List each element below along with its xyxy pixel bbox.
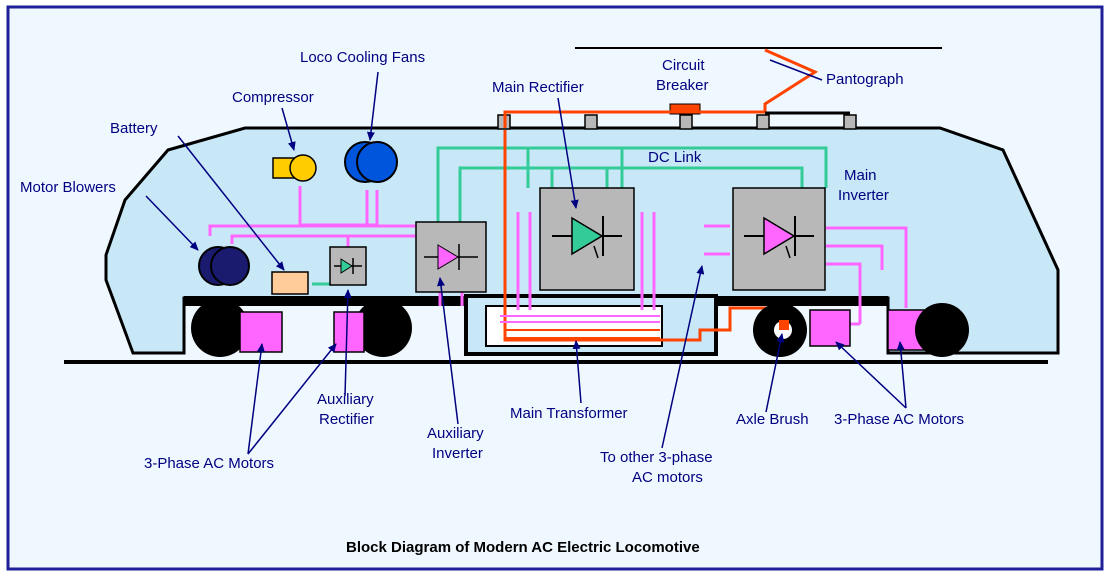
motor-blowers-icon [198, 246, 250, 286]
label-to-other-motors-2: AC motors [632, 469, 703, 486]
label-loco-cooling-fans: Loco Cooling Fans [300, 49, 425, 66]
label-dc-link: DC Link [648, 149, 702, 166]
label-to-other-motors-1: To other 3-phase [600, 449, 713, 466]
label-auxiliary-inverter-1: Auxiliary [427, 425, 484, 442]
label-three-phase-right: 3-Phase AC Motors [834, 411, 964, 428]
compressor-icon [272, 154, 317, 182]
label-main-inverter-1: Main [844, 167, 877, 184]
label-auxiliary-inverter-2: Inverter [432, 445, 483, 462]
leader-arrows [145, 59, 907, 455]
cooling-fans-icon [344, 141, 398, 183]
circuit-breaker [669, 103, 701, 115]
main-rectifier-block [539, 187, 635, 291]
label-main-rectifier: Main Rectifier [492, 79, 584, 96]
label-main-inverter-2: Inverter [838, 187, 889, 204]
label-motor-blowers: Motor Blowers [20, 179, 116, 196]
label-axle-brush: Axle Brush [736, 411, 809, 428]
main-inverter-block [732, 187, 826, 291]
dc-link-wires [312, 146, 828, 286]
label-battery: Battery [110, 120, 158, 137]
battery-icon [271, 271, 309, 295]
auxiliary-rectifier-block [329, 246, 367, 286]
transformer-secondary [500, 315, 660, 323]
label-compressor: Compressor [232, 89, 314, 106]
label-main-transformer: Main Transformer [510, 405, 628, 422]
hv-feed-wire [503, 110, 765, 128]
label-circuit-breaker-2: Breaker [656, 77, 709, 94]
labels: Loco Cooling Fans Compressor Battery Mot… [20, 49, 964, 556]
label-auxiliary-rectifier-1: Auxiliary [317, 391, 374, 408]
diagram-title: Block Diagram of Modern AC Electric Loco… [346, 539, 700, 556]
auxiliary-inverter-block [415, 221, 487, 293]
label-circuit-breaker-1: Circuit [662, 57, 705, 74]
label-auxiliary-rectifier-2: Rectifier [319, 411, 374, 428]
pantograph [763, 48, 819, 113]
label-pantograph: Pantograph [826, 71, 904, 88]
label-three-phase-left: 3-Phase AC Motors [144, 455, 274, 472]
transformer-windings [505, 329, 660, 339]
wheels-and-motors [191, 299, 969, 357]
